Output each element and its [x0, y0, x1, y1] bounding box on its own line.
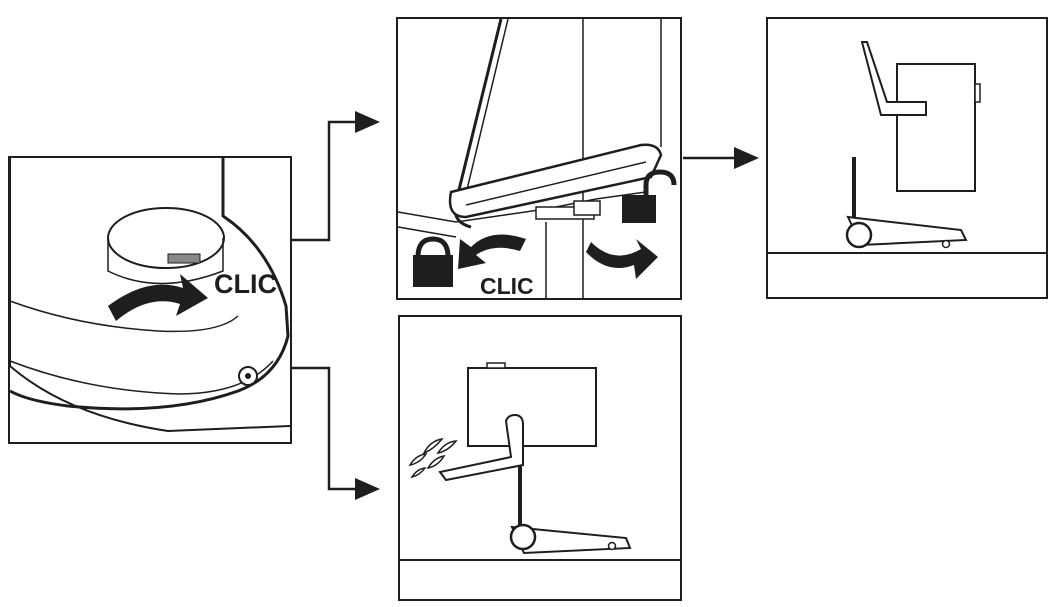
lock-closed-icon — [413, 236, 453, 287]
curved-arrow-icon — [458, 234, 526, 269]
step-3-upright-panel — [766, 17, 1048, 299]
curved-arrow-icon — [586, 239, 658, 279]
arrow-right-icon — [292, 366, 380, 500]
step-2-pedals-panel: CLIC — [396, 17, 682, 300]
clic-label: CLIC — [480, 273, 534, 299]
arrow-right-icon — [292, 111, 380, 242]
water-drops-icon — [408, 437, 458, 479]
curved-arrow-icon — [108, 274, 208, 321]
step-1-detail-panel: CLIC — [8, 156, 292, 444]
step-4-tilted-panel — [398, 315, 682, 601]
arrow-right-icon — [683, 147, 759, 169]
clic-label: CLIC — [214, 269, 277, 299]
lock-open-icon — [622, 169, 677, 223]
